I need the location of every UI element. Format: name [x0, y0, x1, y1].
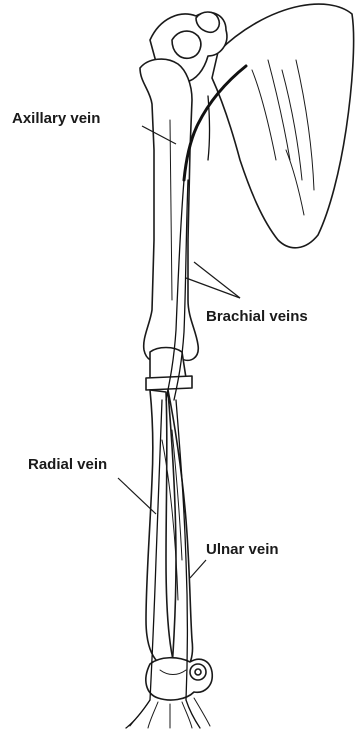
humerus — [140, 59, 198, 361]
label-radial-vein: Radial vein — [28, 457, 107, 472]
label-brachial-veins: Brachial veins — [206, 309, 308, 324]
brachial-leader-1 — [194, 262, 240, 298]
radial-leader — [118, 478, 156, 514]
ulnar-leader — [190, 560, 206, 578]
label-ulnar-vein: Ulnar vein — [206, 542, 279, 557]
radius — [146, 390, 174, 664]
brachial-leader-2 — [186, 278, 240, 298]
label-axillary-vein: Axillary vein — [12, 111, 100, 126]
scapula — [212, 4, 354, 248]
